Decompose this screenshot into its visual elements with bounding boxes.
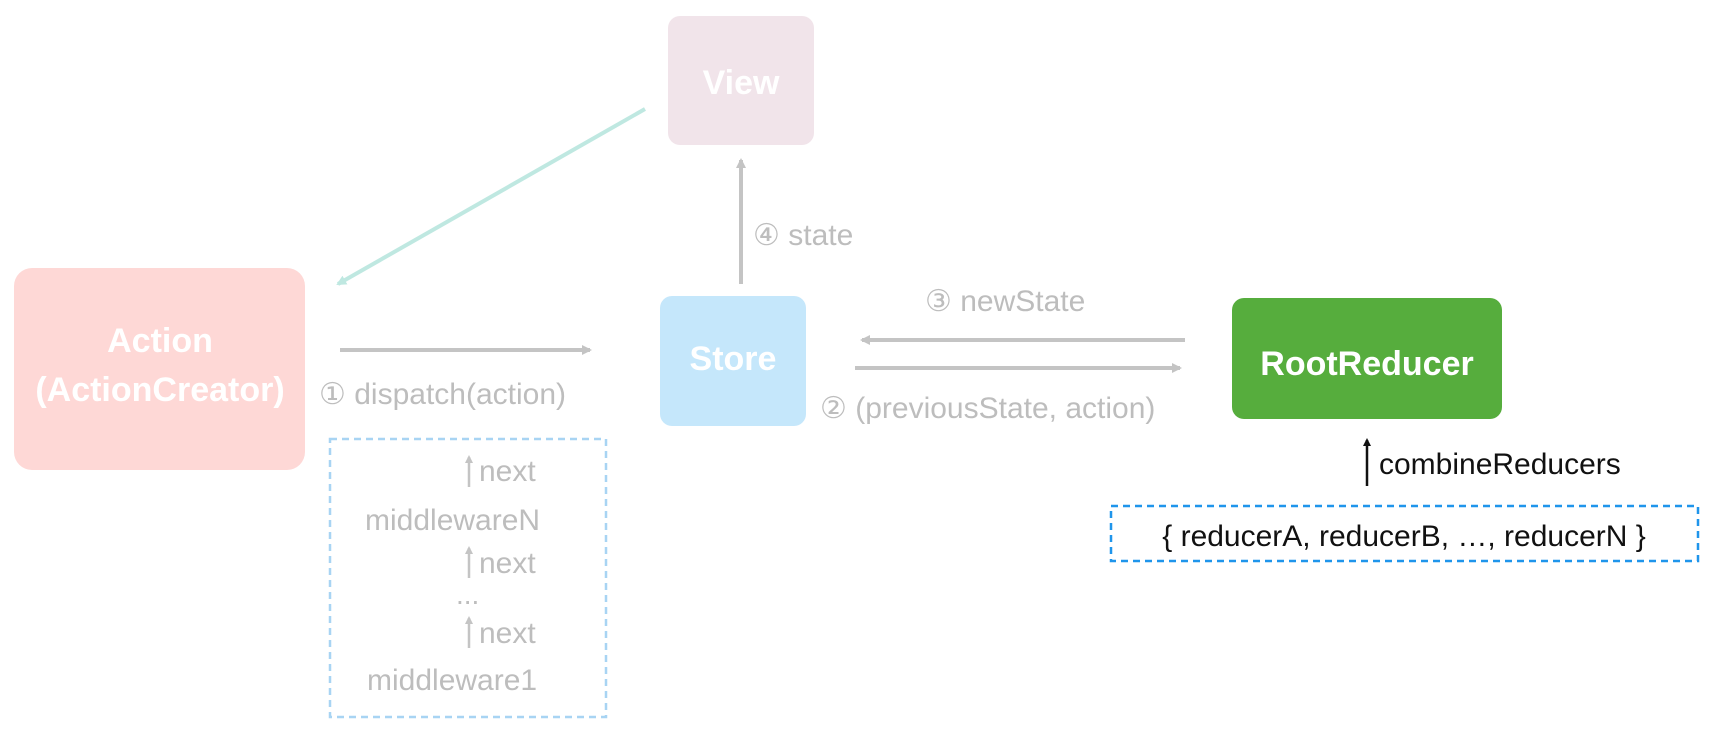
combine-reducers-label: combineReducers [1379, 448, 1621, 481]
middleware-chain: next middlewareN next ... next middlewar… [328, 437, 608, 719]
store-label: Store [690, 340, 777, 378]
middleware-n-label: middlewareN [365, 504, 540, 537]
new-state-label: ③ newState [925, 285, 1085, 318]
next-label: next [479, 455, 536, 488]
action-label: Action [107, 322, 213, 360]
view-node: View [668, 16, 814, 145]
root-reducer-node: RootReducer [1232, 298, 1502, 419]
dispatch-label: ① dispatch(action) [319, 378, 566, 411]
action-node: Action (ActionCreator) [14, 268, 305, 470]
store-node: Store [660, 296, 806, 426]
middleware-1-label: middleware1 [367, 664, 537, 697]
reducers-group: { reducerA, reducerB, …, reducerN } [1109, 504, 1700, 563]
middleware-ellipsis: ... [456, 579, 479, 610]
previous-state-label: ② (previousState, action) [820, 392, 1155, 425]
next-label: next [479, 547, 536, 580]
root-reducer-label: RootReducer [1260, 345, 1473, 383]
state-label: ④ state [753, 219, 853, 252]
view-to-action-arrow [336, 107, 646, 286]
action-creator-label: (ActionCreator) [35, 371, 284, 409]
next-label: next [479, 617, 536, 650]
reducers-list-label: { reducerA, reducerB, …, reducerN } [1162, 520, 1646, 553]
view-label: View [703, 64, 780, 102]
